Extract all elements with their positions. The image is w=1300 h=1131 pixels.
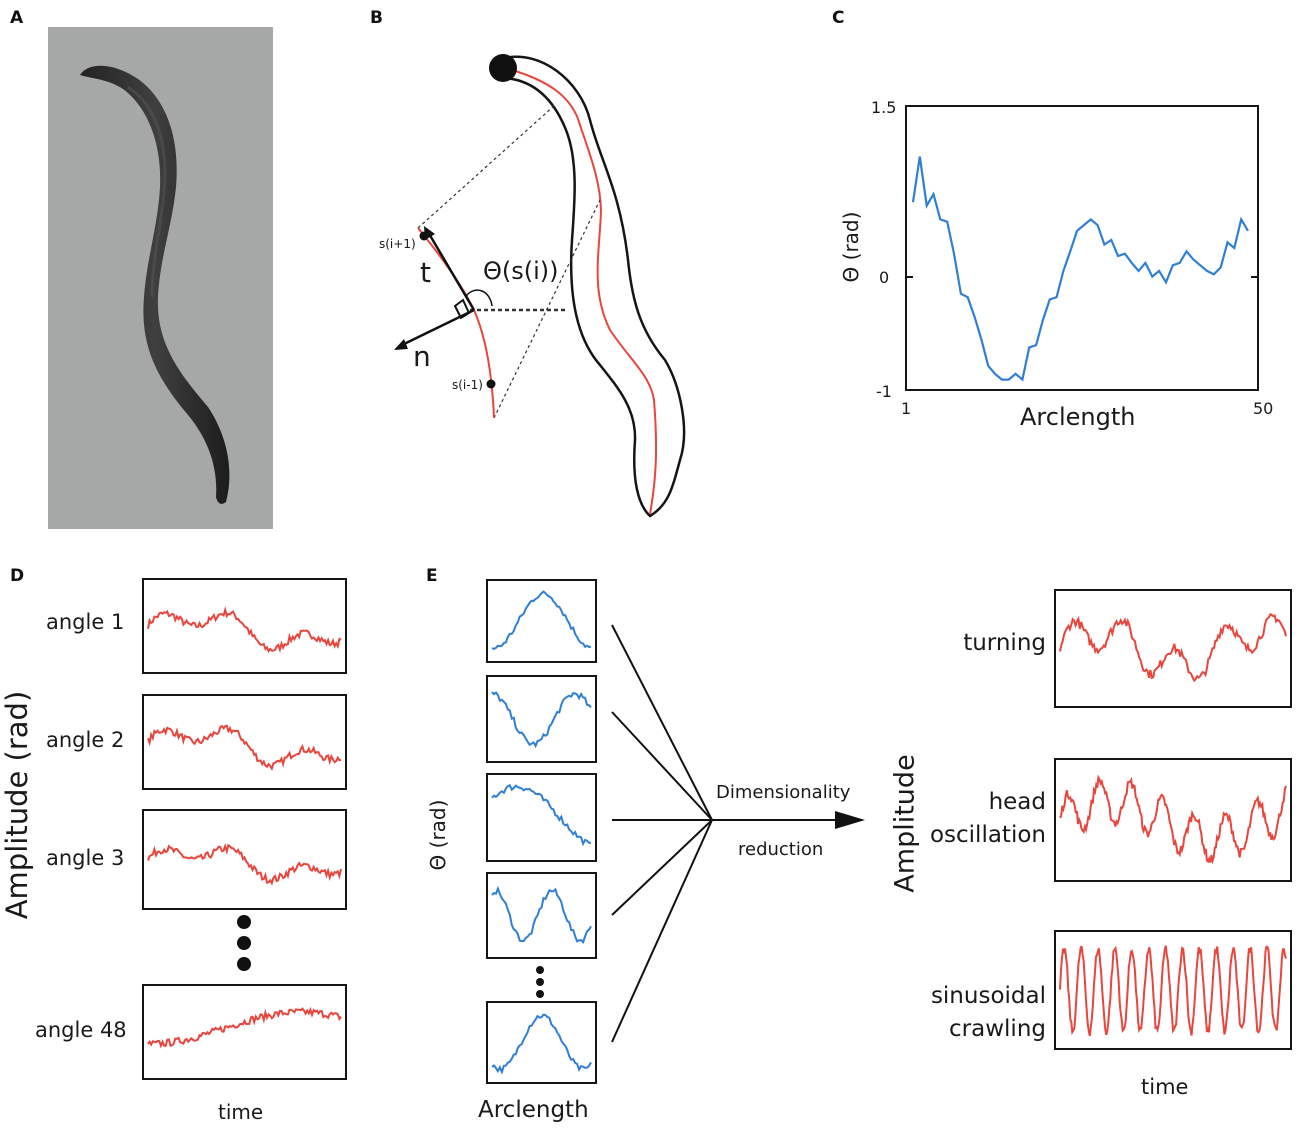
chart-c-ytick-top: 1.5 bbox=[871, 98, 897, 117]
s-prev-label: s(i-1) bbox=[452, 378, 483, 392]
chart-c-xlabel: Arclength bbox=[1020, 403, 1136, 431]
e-arrow-bottom-label: reduction bbox=[738, 839, 824, 860]
theta-label: Θ(s(i)) bbox=[483, 257, 559, 285]
chart-c-xtick-left: 1 bbox=[901, 399, 912, 418]
e-arrow-top-label: Dimensionality bbox=[716, 782, 851, 803]
worm-body-outline bbox=[503, 55, 686, 518]
chart-c-ytick-bottom: -1 bbox=[876, 382, 892, 401]
e-out-label-2a: head bbox=[988, 789, 1046, 815]
e-in-trace-1 bbox=[491, 590, 592, 650]
d-trace-48 bbox=[147, 1006, 342, 1049]
chart-c-ytick-zero: 0 bbox=[879, 268, 890, 287]
worm-silhouette bbox=[80, 65, 230, 504]
panel-c-label: C bbox=[832, 8, 845, 28]
e-in-box-3 bbox=[486, 773, 597, 862]
chart-c-series-line bbox=[911, 156, 1249, 382]
e-out-trace-2 bbox=[1059, 774, 1287, 865]
e-in-box-4 bbox=[486, 872, 597, 959]
panel-a-label: A bbox=[10, 8, 24, 28]
d-row-label-2: angle 2 bbox=[46, 728, 125, 752]
e-out-box-2 bbox=[1054, 758, 1292, 882]
e-out-trace-1 bbox=[1059, 612, 1287, 683]
e-out-trace-3 bbox=[1059, 945, 1287, 1037]
panel-b-label: B bbox=[370, 8, 383, 28]
worm-photo bbox=[48, 27, 273, 529]
chart-c-frame bbox=[905, 105, 1259, 391]
d-box-48 bbox=[142, 984, 347, 1080]
d-trace-1 bbox=[147, 606, 342, 654]
e-out-label-1: turning bbox=[963, 630, 1046, 656]
head-dot bbox=[489, 54, 517, 82]
d-trace-3 bbox=[147, 842, 342, 886]
d-row-label-3: angle 3 bbox=[46, 846, 125, 870]
worm-centerline bbox=[511, 69, 658, 515]
s-next-label: s(i+1) bbox=[379, 237, 416, 251]
e-in-trace-4 bbox=[491, 885, 592, 945]
e-out-label-2b: oscillation bbox=[929, 822, 1046, 848]
tangent-label: t bbox=[420, 256, 431, 289]
e-out-label-3b: crawling bbox=[949, 1016, 1046, 1042]
e-xlabel: Arclength bbox=[478, 1097, 589, 1123]
normal-label: n bbox=[413, 340, 431, 373]
d-row-label-48: angle 48 bbox=[35, 1018, 127, 1042]
chart-c-xtick-right: 50 bbox=[1253, 399, 1274, 418]
e-in-trace-3 bbox=[491, 783, 592, 847]
e-in-trace-5 bbox=[491, 1013, 592, 1075]
panel-e-label: E bbox=[426, 566, 438, 586]
e-in-box-2 bbox=[486, 675, 597, 763]
e-out-label-3a: sinusoidal bbox=[930, 983, 1046, 1009]
d-trace-2 bbox=[147, 724, 342, 772]
d-xlabel: time bbox=[218, 1100, 264, 1124]
d-box-1 bbox=[142, 578, 347, 674]
d-row-label-1: angle 1 bbox=[46, 610, 125, 634]
e-out-xlabel: time bbox=[1141, 1075, 1189, 1099]
panel-d-label: D bbox=[10, 566, 25, 586]
e-in-trace-2 bbox=[491, 691, 592, 749]
